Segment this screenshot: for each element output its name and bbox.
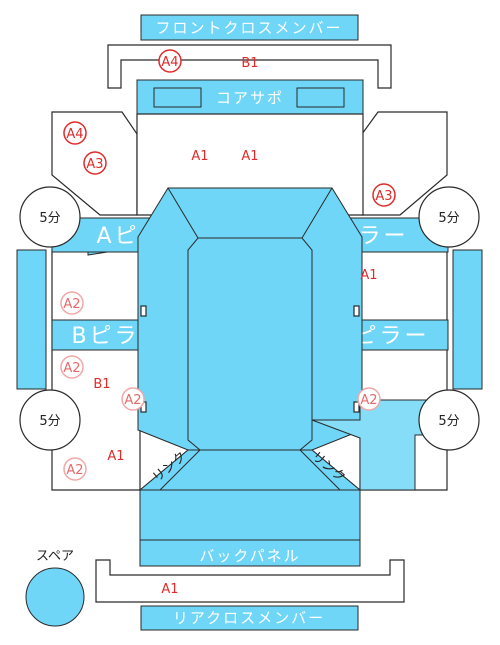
- rear-panel-block: [139, 489, 361, 541]
- wheel-front-left-label: 5分: [39, 211, 60, 226]
- mark-a4-left-fender-circle: [63, 121, 87, 145]
- roof-inner: [187, 237, 313, 451]
- left-rocker-panel: [16, 249, 47, 390]
- front-cross-member-label: フロントクロスメンバー: [155, 19, 342, 37]
- mark-a3-left-fender-text: A3: [86, 157, 103, 172]
- wheel-rear-left: 5分: [19, 389, 81, 451]
- wheel-rear-left-circle: [19, 389, 81, 451]
- mark-a4-bracket-circle: [158, 49, 182, 73]
- mark-a1-left-quarter: A1: [107, 449, 124, 464]
- mark-a2-left-front-door-circle: [60, 291, 84, 315]
- mark-a1-engine-2: A1: [241, 149, 258, 164]
- marker-right-upper: [353, 305, 360, 317]
- mark-a2-left-rear-door-2: A2: [121, 387, 145, 411]
- core-support-right-hole: [296, 87, 345, 108]
- wheel-rear-right-label: 5分: [438, 414, 459, 429]
- wheel-front-right: 5分: [418, 186, 480, 248]
- mark-a2-left-quarter-circle: [63, 457, 87, 481]
- mark-a1-right-front-door: A1: [360, 268, 377, 283]
- right-rocker-panel: [452, 249, 483, 390]
- back-panel-label: バックパネル: [199, 547, 300, 565]
- mark-a1-rear-bracket: A1: [161, 582, 178, 597]
- rear-bracket-outline: [95, 559, 405, 603]
- mark-a2-right-rear-door-circle: [357, 387, 381, 411]
- mark-a3-left-fender: A3: [83, 151, 107, 175]
- mark-a4-bracket: A4: [158, 49, 182, 73]
- mark-a4-left-fender: A4: [63, 121, 87, 145]
- back-panel: バックパネル: [139, 539, 361, 567]
- spare-tire: [25, 567, 85, 627]
- wheel-rear-left-label: 5分: [39, 414, 60, 429]
- mark-a2-left-quarter-text: A2: [66, 463, 83, 478]
- mark-a2-left-front-door-text: A2: [63, 297, 80, 312]
- mark-a2-right-rear-door-text: A2: [360, 393, 377, 408]
- core-support-label: コアサポ: [216, 89, 284, 107]
- mark-a2-left-rear-door: A2: [60, 355, 84, 379]
- wheel-rear-right-circle: [418, 389, 480, 451]
- back-panel-bar: [139, 539, 361, 567]
- mark-b1-left-rear-door: B1: [93, 377, 110, 392]
- front-cross-member: フロントクロスメンバー: [140, 14, 359, 41]
- mark-a4-left-fender-text: A4: [66, 127, 83, 142]
- wheel-rear-right: 5分: [418, 389, 480, 451]
- rear-cross-member-bar: [140, 605, 359, 631]
- marker-left-upper: [140, 305, 147, 317]
- core-support-left-hole: [153, 87, 202, 108]
- wheel-front-left: 5分: [19, 186, 81, 248]
- front-cross-member-bar: [140, 14, 359, 41]
- roof-edge-left: [167, 187, 199, 239]
- mark-a3-right-fender: A3: [372, 183, 396, 207]
- rear-cross-member: リアクロスメンバー: [140, 605, 359, 631]
- spare-label: スペア: [36, 549, 74, 564]
- wheel-front-right-label: 5分: [438, 211, 459, 226]
- mark-a2-right-rear-door: A2: [357, 387, 381, 411]
- wheel-front-right-circle: [418, 186, 480, 248]
- mark-b1-bracket: B1: [241, 56, 258, 71]
- mark-a4-bracket-text: A4: [161, 55, 178, 70]
- mark-a2-left-rear-door-circle: [60, 355, 84, 379]
- mark-a3-right-fender-circle: [372, 183, 396, 207]
- core-support: コアサポ: [136, 79, 364, 115]
- mark-a3-left-fender-circle: [83, 151, 107, 175]
- mark-a3-right-fender-text: A3: [375, 189, 392, 204]
- rear-cross-member-label: リアクロスメンバー: [173, 609, 325, 627]
- mark-a1-engine-1: A1: [191, 149, 208, 164]
- mark-a2-left-quarter: A2: [63, 457, 87, 481]
- mark-a2-left-front-door: A2: [60, 291, 84, 315]
- mark-a2-left-rear-door-2-circle: [121, 387, 145, 411]
- mark-a2-left-rear-door-text: A2: [63, 361, 80, 376]
- mark-a2-left-rear-door-2-text: A2: [124, 393, 141, 408]
- wheel-front-left-circle: [19, 186, 81, 248]
- marker-right-lower: [353, 401, 360, 413]
- roof-edge-right: [301, 187, 333, 239]
